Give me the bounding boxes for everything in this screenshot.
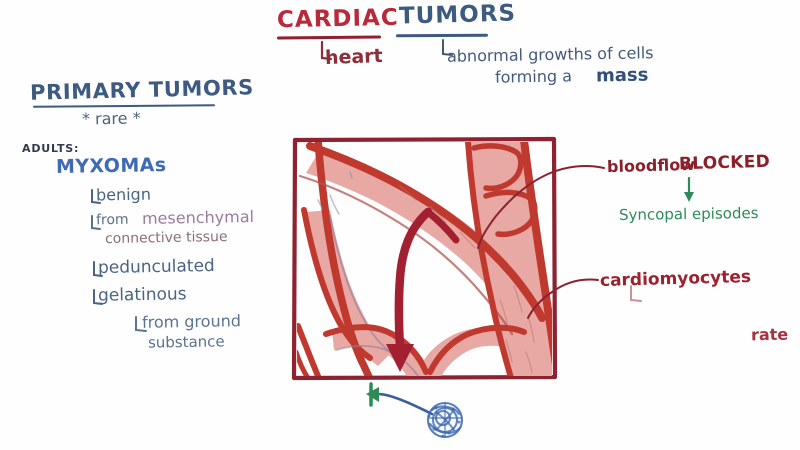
tumor-mass-sketch <box>366 382 464 439</box>
annotation-rate: rate <box>750 324 789 345</box>
bloodflow-arrow <box>386 207 460 372</box>
annotation-blocked: BLOCKED <box>678 151 771 175</box>
primary-tumors-underline <box>32 104 216 108</box>
leader-lines <box>477 165 605 319</box>
vessel-outline-descending-right <box>520 142 552 366</box>
primary-tumors-heading: PRIMARY TUMORS <box>29 75 255 105</box>
vessel-shading-bifurc <box>335 345 420 376</box>
list-item-mesenchymal: mesenchymal <box>141 207 255 228</box>
vessel-bifurcation-fill <box>332 324 516 376</box>
vessel-outline-left-branch <box>301 207 373 361</box>
list-item-from: from <box>95 211 129 229</box>
sketch-stray-marks <box>317 171 353 215</box>
vessel-outline-left-trunk <box>314 142 373 376</box>
annotation-syncopal-episodes: Syncopal episodes <box>618 204 759 224</box>
title-cardiac-underline <box>276 35 382 40</box>
vessel-outline-arch-upper <box>306 142 546 322</box>
green-down-arrow-icon <box>684 176 694 202</box>
tumor-definition-emphasis: mass <box>595 64 649 87</box>
rare-subtitle: * rare * <box>81 108 141 129</box>
vessel-outline-stub-bottom <box>297 323 321 376</box>
vessel-outline-bifurc-right <box>427 324 527 375</box>
vessel-outline-descending-left <box>465 142 514 376</box>
title-tumors-underline <box>395 33 489 37</box>
cardiac-gloss-heart: heart <box>324 45 384 70</box>
list-item-benign: benign <box>95 184 152 205</box>
tumor-definition-line2: forming a <box>494 66 573 87</box>
vessel-shading-left-branch <box>329 215 391 353</box>
adults-group-label: ADULTS: <box>22 142 80 155</box>
myxomas-term: MYXOMAs <box>55 154 167 178</box>
tumor-stipple <box>427 406 461 438</box>
vessel-group <box>297 142 552 376</box>
title-tumors: TUMORS <box>398 0 517 30</box>
list-item-connective-tissue: connective tissue <box>104 228 228 248</box>
list-item-pedunculated: pedunculated <box>97 255 215 279</box>
diagram-frame <box>291 136 558 381</box>
vessel-outline-bifurc-left <box>323 324 429 375</box>
annotation-cardiomyocytes: cardiomyocytes <box>599 267 752 291</box>
list-item-gelatinous: gelatinous <box>97 284 187 306</box>
vessel-outline-arch-lower <box>298 174 514 336</box>
list-item-substance: substance <box>147 332 225 352</box>
vessel-branch-cuff-upper <box>471 143 524 192</box>
title-cardiac: CARDIAC <box>276 4 399 34</box>
list-item-from-ground: from ground <box>141 311 242 332</box>
vessel-outline-stub-bottom2 <box>297 349 310 376</box>
vessel-texture <box>399 185 535 373</box>
tumor-definition-line1: abnormal growths of cells <box>446 43 654 66</box>
vessel-arch-fill <box>306 150 538 322</box>
vessel-descending-fill <box>470 142 552 376</box>
vessel-branch-cuff-lower <box>483 189 538 238</box>
vessel-left-branch-fill <box>306 210 392 366</box>
